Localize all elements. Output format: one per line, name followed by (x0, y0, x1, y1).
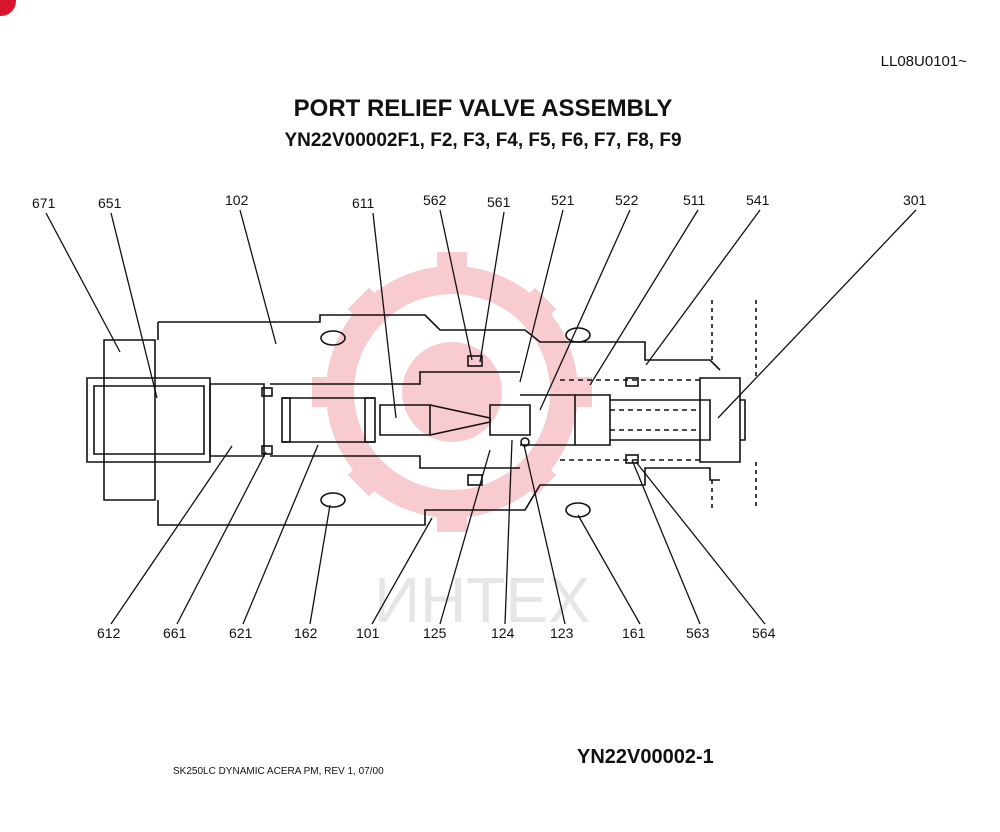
part-label-671: 671 (32, 195, 56, 211)
part-label-521: 521 (551, 192, 575, 208)
part-label-511: 511 (683, 192, 706, 208)
part-label-101: 101 (356, 625, 380, 641)
part-label-162: 162 (294, 625, 318, 641)
part-label-651: 651 (98, 195, 122, 211)
part-label-522: 522 (615, 192, 639, 208)
part-label-102: 102 (225, 192, 249, 208)
watermark-logo (312, 252, 592, 532)
part-label-661: 661 (163, 625, 187, 641)
part-label-161: 161 (622, 625, 646, 641)
part-label-564: 564 (752, 625, 776, 641)
part-labels-bottom: 612 661 621 162 101 125 124 123 161 563 … (97, 625, 776, 641)
diagram-title: PORT RELIEF VALVE ASSEMBLY (293, 95, 673, 122)
leader-lines (45, 209, 917, 625)
part-label-611: 611 (352, 195, 375, 211)
diagram-subtitle: YN22V00002F1, F2, F3, F4, F5, F6, F7, F8… (284, 130, 682, 151)
part-label-563: 563 (686, 625, 710, 641)
valve-body (86, 300, 757, 526)
part-label-124: 124 (491, 625, 515, 641)
footer-drawing-number: YN22V00002-1 (577, 746, 714, 768)
part-label-125: 125 (423, 625, 447, 641)
part-label-621: 621 (229, 625, 253, 641)
part-label-562: 562 (423, 192, 447, 208)
document-code: LL08U0101~ (880, 53, 967, 70)
part-label-541: 541 (746, 192, 770, 208)
footer-revision-note: SK250LC DYNAMIC ACERA PM, REV 1, 07/00 (173, 766, 384, 777)
part-label-561: 561 (487, 194, 511, 210)
part-label-123: 123 (550, 625, 574, 641)
part-label-301: 301 (903, 192, 927, 208)
part-labels-top: 671 651 102 611 562 561 521 522 511 541 … (32, 192, 927, 211)
part-label-612: 612 (97, 625, 121, 641)
